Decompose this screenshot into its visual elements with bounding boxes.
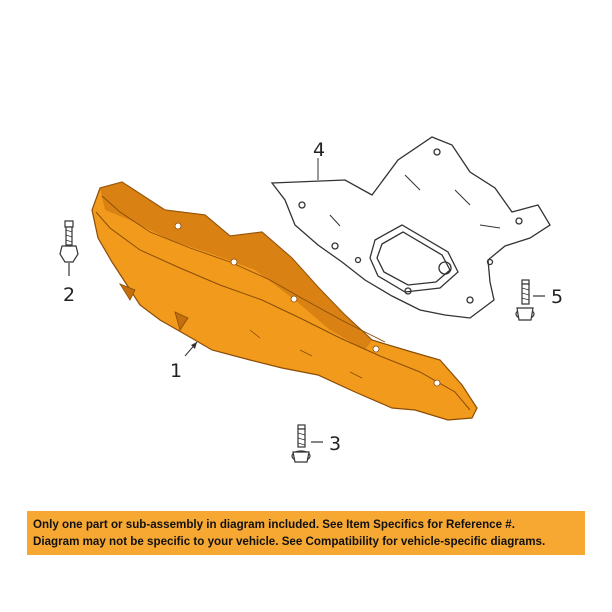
part-3-bolt xyxy=(291,424,323,463)
callout-5: 5 xyxy=(551,286,563,308)
callout-2: 2 xyxy=(63,284,75,306)
part-5-bolt xyxy=(515,279,545,321)
disclaimer-line-1: Only one part or sub-assembly in diagram… xyxy=(33,518,515,531)
part-1-splash-shield xyxy=(91,181,478,421)
part-4-shield xyxy=(270,136,551,319)
part-2-bolt xyxy=(59,220,79,276)
callout-3: 3 xyxy=(329,433,341,455)
disclaimer-line-2: Diagram may not be specific to your vehi… xyxy=(33,535,546,548)
callout-1: 1 xyxy=(170,360,182,382)
callout-4: 4 xyxy=(313,139,325,161)
disclaimer-banner: Only one part or sub-assembly in diagram… xyxy=(27,511,585,555)
